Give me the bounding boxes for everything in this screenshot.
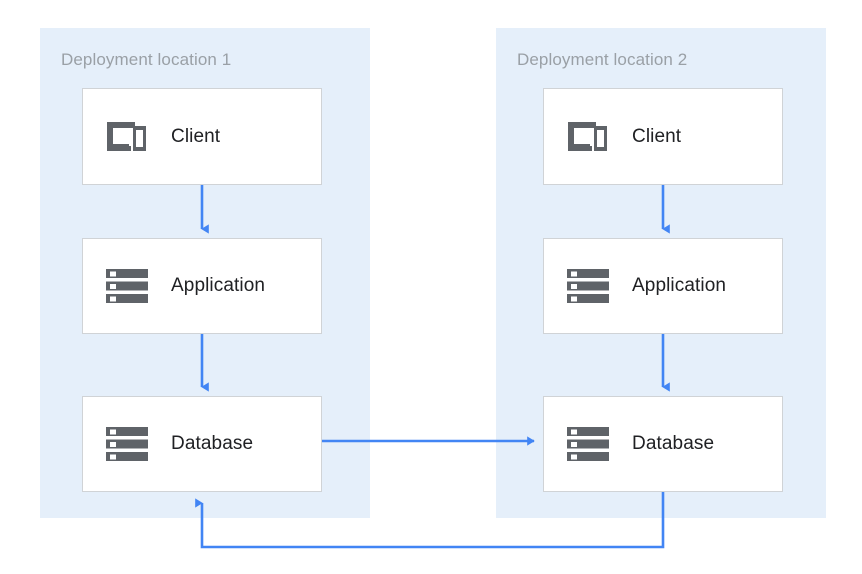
node-client-2-label: Client	[632, 125, 682, 147]
server-icon	[564, 420, 612, 468]
node-database-2-label: Database	[632, 433, 715, 454]
node-client-1[interactable]: Client	[82, 88, 322, 185]
node-application-1[interactable]: Application	[82, 238, 322, 334]
server-icon	[564, 262, 612, 310]
server-icon	[103, 262, 151, 310]
node-database-1-label: Database	[171, 433, 254, 454]
server-icon	[103, 420, 151, 468]
devices-icon	[564, 113, 612, 161]
zone-2-title: Deployment location 2	[517, 50, 688, 69]
node-client-1-label: Client	[171, 125, 221, 147]
zone-1-title: Deployment location 1	[61, 50, 232, 69]
node-database-1[interactable]: Database	[82, 396, 322, 492]
node-application-2[interactable]: Application	[543, 238, 783, 334]
node-client-2[interactable]: Client	[543, 88, 783, 185]
node-application-2-label: Application	[632, 275, 727, 296]
node-database-2[interactable]: Database	[543, 396, 783, 492]
node-application-1-label: Application	[171, 275, 266, 296]
devices-icon	[103, 113, 151, 161]
